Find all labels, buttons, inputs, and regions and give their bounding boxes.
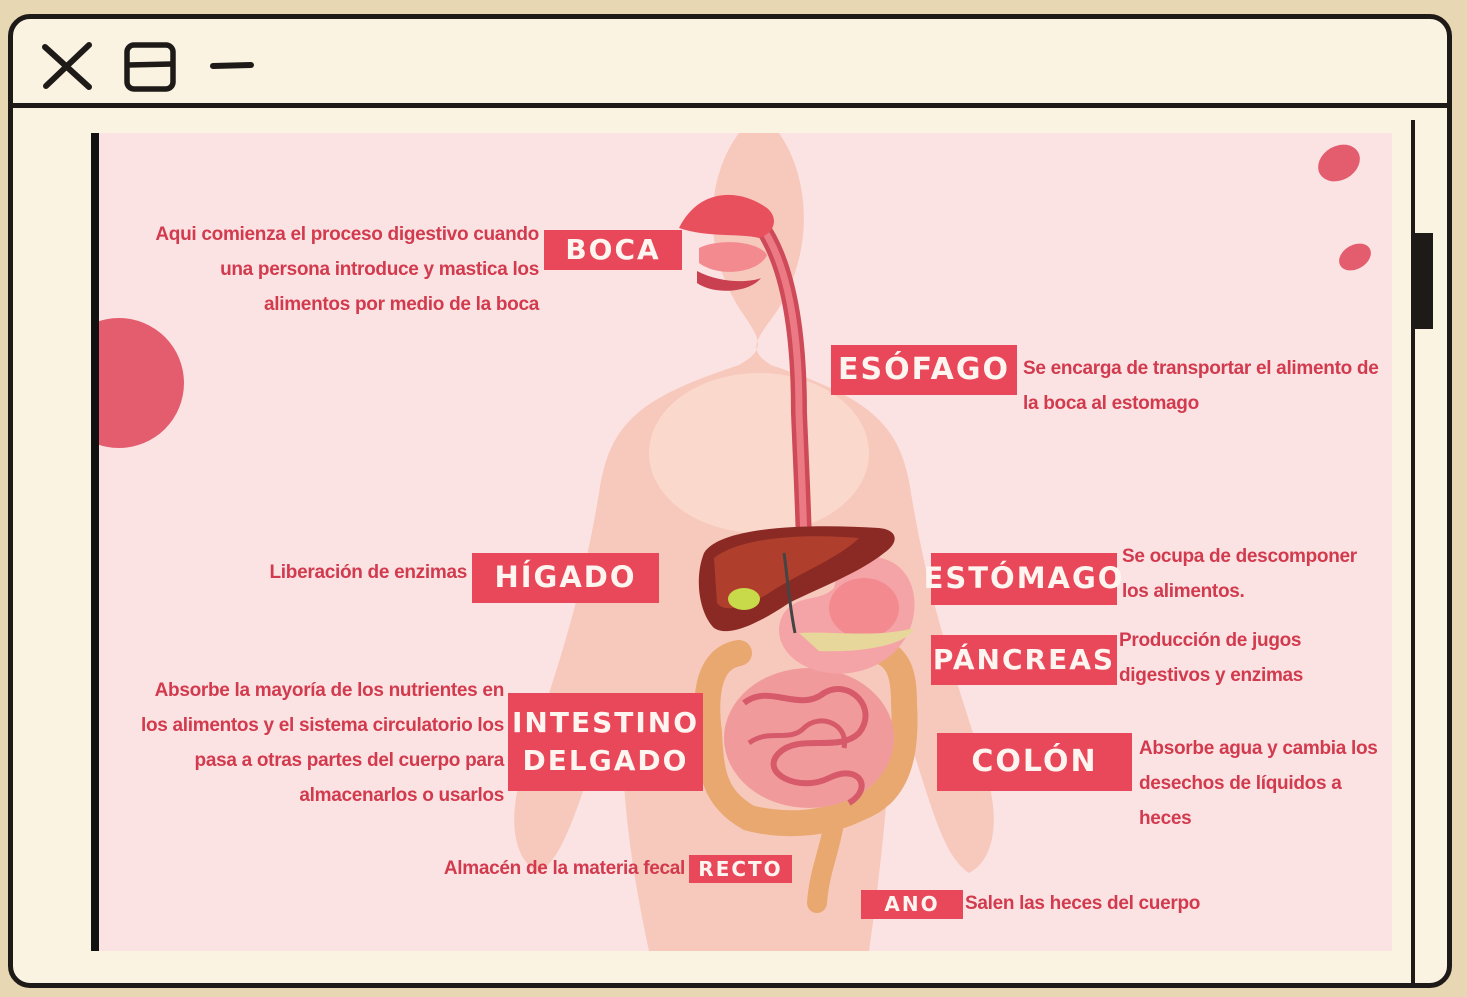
boca-description: Aqui comienza el proceso digestivo cuand… — [139, 217, 539, 322]
scrollbar[interactable] — [1411, 120, 1429, 988]
recto-description: Almacén de la materia fecal — [419, 851, 685, 886]
recto-label: RECTO — [689, 855, 792, 883]
boca-label: BOCA — [544, 230, 682, 270]
estomago-label: ESTÓMAGO — [931, 553, 1117, 605]
ano-label: ANO — [861, 890, 963, 919]
intestino-label: INTESTINO DELGADO — [508, 693, 703, 791]
higado-description: Liberación de enzimas — [239, 555, 467, 590]
higado-label: HÍGADO — [472, 553, 659, 603]
decorative-dot — [1334, 238, 1375, 276]
close-icon[interactable] — [37, 39, 97, 95]
colon-description: Absorbe agua y cambia los desechos de lí… — [1139, 731, 1384, 836]
infographic-image: Aqui comienza el proceso digestivo cuand… — [91, 133, 1392, 951]
decorative-dot — [1311, 137, 1366, 188]
decorative-blob — [99, 318, 184, 448]
minimize-icon[interactable] — [207, 39, 267, 95]
app-window: Aqui comienza el proceso digestivo cuand… — [8, 14, 1452, 988]
intestino-description: Absorbe la mayoría de los nutrientes en … — [127, 673, 504, 813]
pancreas-label: PÁNCREAS — [931, 635, 1117, 685]
esofago-description: Se encarga de transportar el alimento de… — [1023, 351, 1392, 421]
pancreas-description: Producción de jugos digestivos y enzimas — [1119, 623, 1391, 693]
ano-description: Salen las heces del cuerpo — [965, 886, 1265, 921]
esofago-label: ESÓFAGO — [831, 345, 1017, 395]
colon-label: COLÓN — [937, 733, 1132, 791]
scrollbar-thumb[interactable] — [1411, 233, 1433, 329]
estomago-description: Se ocupa de descomponer los alimentos. — [1122, 539, 1384, 609]
title-bar — [13, 19, 1447, 108]
window-layout-icon[interactable] — [121, 39, 181, 95]
